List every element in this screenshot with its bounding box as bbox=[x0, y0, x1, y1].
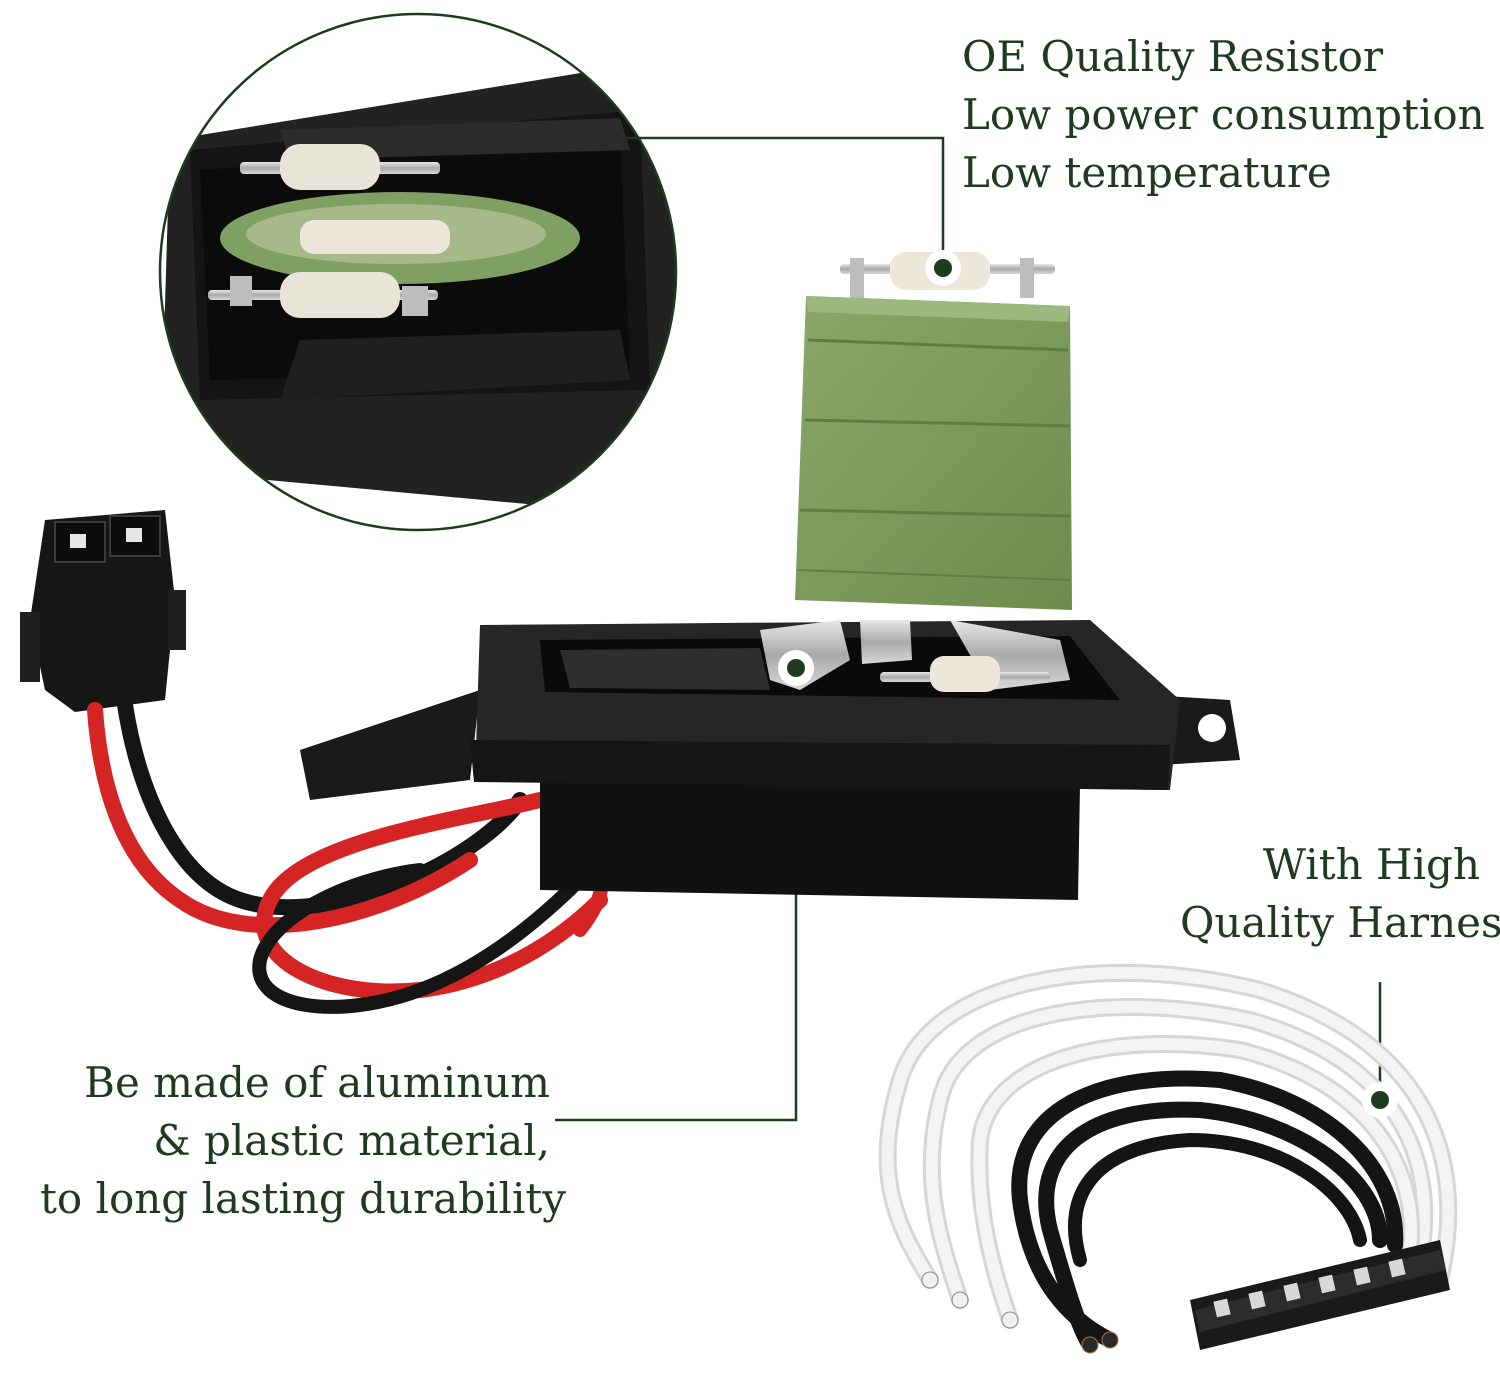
zoom-detail-circle bbox=[158, 12, 678, 532]
resistor-housing bbox=[300, 620, 1240, 900]
green-resistor-block bbox=[795, 296, 1072, 610]
callout-dots bbox=[778, 250, 1398, 1118]
plug-connector bbox=[20, 510, 186, 712]
callout-right-line-1: With High bbox=[1262, 840, 1480, 889]
resistor-wires bbox=[87, 697, 609, 1014]
callout-left-line-1: Be made of aluminum bbox=[84, 1058, 550, 1107]
callout-harness: With High Quality Harness bbox=[1180, 836, 1500, 952]
callout-top-line-1: OE Quality Resistor bbox=[962, 32, 1384, 81]
callout-left-line-3: to long lasting durability bbox=[40, 1174, 566, 1223]
callout-resistor-quality: OE Quality Resistor Low power consumptio… bbox=[962, 28, 1485, 202]
callout-top-line-3: Low temperature bbox=[962, 148, 1332, 197]
callout-material: Be made of aluminum & plastic material, … bbox=[40, 1054, 566, 1228]
callout-left-line-2: & plastic material, bbox=[153, 1116, 550, 1165]
callout-right-line-2: Quality Harness bbox=[1180, 898, 1500, 947]
harness-connector bbox=[1190, 1240, 1450, 1350]
callout-top-line-2: Low power consumption bbox=[962, 90, 1485, 139]
wire-harness bbox=[878, 963, 1458, 1354]
